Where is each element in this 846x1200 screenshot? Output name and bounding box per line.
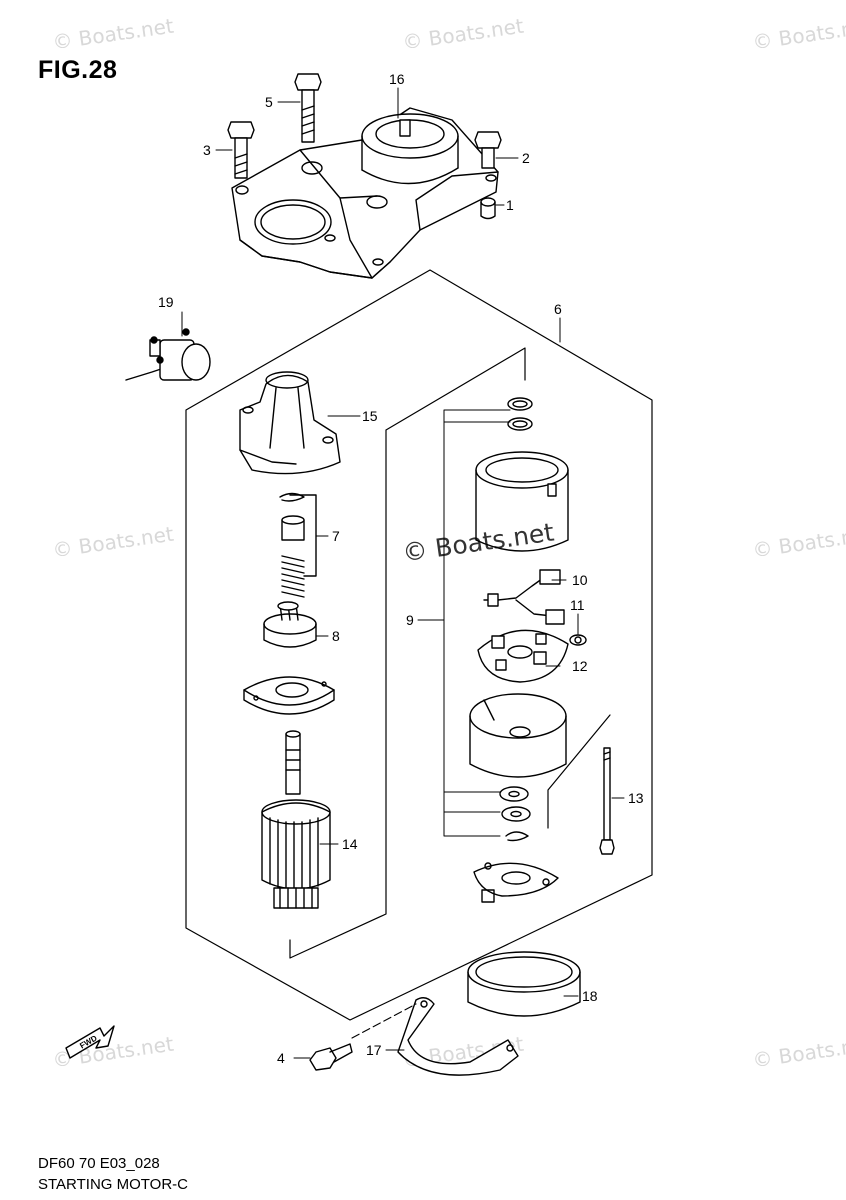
collar-1 <box>480 197 496 220</box>
callout-14: 14 <box>342 836 358 852</box>
callout-1: 1 <box>506 197 514 213</box>
callout-4: 4 <box>277 1050 285 1066</box>
assembly-6-outline <box>185 269 653 1021</box>
callout-18: 18 <box>582 988 598 1004</box>
bolt-4 <box>309 1043 353 1071</box>
callout-11: 11 <box>570 597 585 613</box>
strap <box>397 997 519 1076</box>
through-bolt <box>599 747 615 855</box>
pinion-stop-set <box>279 492 317 598</box>
bolt-2 <box>474 131 502 169</box>
pinion-gear <box>263 601 317 648</box>
bolt-5 <box>294 73 322 143</box>
drive-end-housing <box>239 371 341 475</box>
callout-17: 17 <box>366 1042 382 1058</box>
callout-3: 3 <box>203 142 211 158</box>
callout-9: 9 <box>406 612 414 628</box>
callout-10: 10 <box>572 572 588 588</box>
solenoid-switch <box>125 328 211 381</box>
bolt-3 <box>227 121 255 179</box>
callout-19: 19 <box>158 294 174 310</box>
yoke <box>475 451 569 552</box>
callout-2: 2 <box>522 150 530 166</box>
callout-labels: 1 2 3 4 5 6 7 8 9 10 11 12 13 14 15 16 1… <box>158 71 644 1066</box>
fwd-arrow-icon: FWD <box>65 1025 115 1059</box>
armature <box>261 730 331 909</box>
thrust-washers <box>499 786 531 842</box>
band <box>467 951 581 1017</box>
washer-plate <box>243 676 335 715</box>
end-cover <box>469 693 567 778</box>
figure-title: FIG.28 <box>38 56 118 84</box>
o-rings <box>507 397 533 431</box>
callout-13: 13 <box>628 790 644 806</box>
assembly-9-outline <box>289 347 526 959</box>
callout-7: 7 <box>332 528 340 544</box>
figure-code: DF60 70 E03_028 <box>38 1155 160 1172</box>
brush-holder <box>477 629 569 683</box>
brush-lead-set <box>483 569 565 625</box>
callout-6: 6 <box>554 301 562 317</box>
ring-housing <box>361 113 459 185</box>
callout-12: 12 <box>572 658 588 674</box>
callout-15: 15 <box>362 408 378 424</box>
brush-spring <box>569 634 587 646</box>
figure-caption: STARTING MOTOR-C <box>38 1176 188 1193</box>
leader-lines <box>181 87 625 1059</box>
callout-5: 5 <box>265 94 273 110</box>
callout-8: 8 <box>332 628 340 644</box>
end-plate <box>473 862 559 903</box>
callout-16: 16 <box>389 71 405 87</box>
